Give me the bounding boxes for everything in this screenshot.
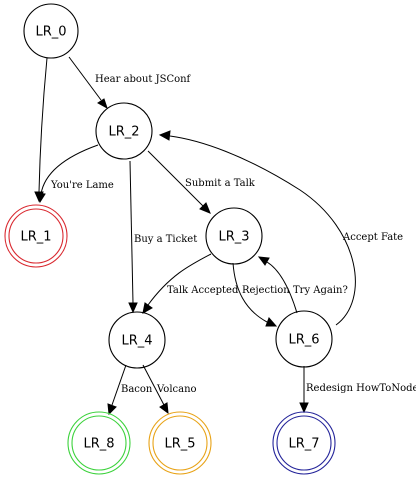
node-lr0: LR_0 [23, 3, 79, 59]
node-lr5-outer-ring [148, 411, 212, 475]
edge-label-redesign-howtonode: Redesign HowToNode [306, 383, 416, 394]
edge-lr2-lr1 [36, 144, 99, 204]
node-lr3: LR_3 [205, 207, 263, 265]
edge-lr4-lr8 [107, 364, 127, 416]
edge-lr3-lr6 [232, 262, 278, 327]
node-lr1-outer-ring [4, 204, 68, 268]
edge-lr6-lr2 [158, 130, 356, 326]
edge-lr6-lr3 [257, 256, 298, 314]
edge-lr2-lr3 [147, 150, 211, 214]
node-lr1-label: LR_1 [20, 230, 51, 245]
node-lr2-label: LR_2 [108, 125, 139, 140]
edge-label-youre-lame: You're Lame [50, 180, 114, 191]
edge-lr3-lr4 [142, 253, 212, 314]
node-lr8: LR_8 [67, 411, 131, 475]
node-lr7-label: LR_7 [288, 437, 319, 452]
edge-lr6-lr7 [299, 366, 309, 414]
edge-lr0-lr1 [34, 57, 48, 203]
edge-label-try-again: Try Again? [293, 285, 348, 296]
node-lr0-label: LR_0 [35, 25, 66, 40]
node-lr4-label: LR_4 [121, 334, 152, 349]
node-lr1: LR_1 [4, 204, 68, 268]
node-lr6-circle [275, 310, 333, 368]
node-lr4: LR_4 [108, 311, 166, 369]
node-lr5-label: LR_5 [164, 437, 195, 452]
edge-label-hear-about-jsconf: Hear about JSConf [95, 74, 192, 85]
node-lr3-circle [205, 207, 263, 265]
edge-label-volcano: Volcano [156, 384, 197, 395]
edge-label-talk-accepted: Talk Accepted [167, 285, 239, 296]
node-lr4-circle [108, 311, 166, 369]
node-lr3-label: LR_3 [218, 230, 249, 245]
node-lr6-label: LR_6 [288, 333, 319, 348]
node-lr7-outer-ring [272, 411, 336, 475]
edge-label-rejection: Rejection [242, 285, 290, 296]
edge-label-submit-a-talk: Submit a Talk [185, 178, 256, 189]
node-lr5: LR_5 [148, 411, 212, 475]
node-lr2-circle [95, 102, 153, 160]
node-lr8-outer-ring [67, 411, 131, 475]
edge-lr0-lr2 [68, 56, 108, 110]
node-lr2: LR_2 [95, 102, 153, 160]
node-lr8-inner-ring [71, 415, 127, 471]
node-lr0-circle [23, 3, 79, 59]
node-lr7-inner-ring [276, 415, 332, 471]
node-lr5-inner-ring [152, 415, 208, 471]
edge-label-bacon: Bacon [121, 384, 153, 395]
edge-label-buy-a-ticket: Buy a Ticket [134, 234, 197, 245]
edge-lr4-lr5 [142, 364, 169, 415]
edge-lr2-lr4 [128, 160, 138, 314]
node-lr8-label: LR_8 [83, 437, 114, 452]
node-lr6: LR_6 [275, 310, 333, 368]
edge-label-accept-fate: Accept Fate [342, 232, 403, 243]
node-lr1-inner-ring [8, 208, 64, 264]
node-lr7: LR_7 [272, 411, 336, 475]
